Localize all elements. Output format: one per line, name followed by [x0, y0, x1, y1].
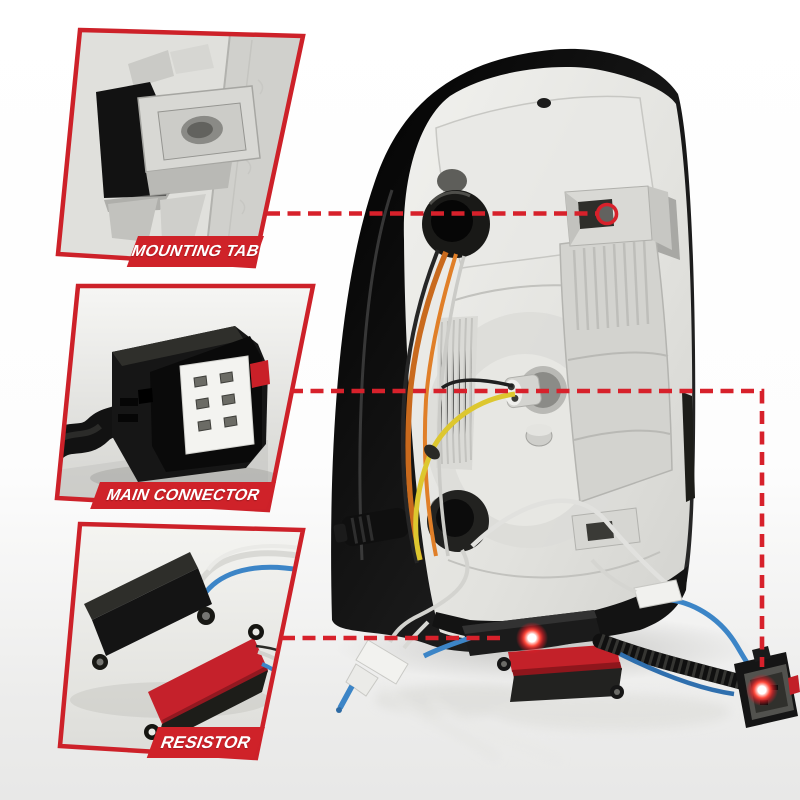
callout-line-main-connector — [290, 388, 765, 667]
callout-label-main-connector: MAIN CONNECTOR — [90, 482, 276, 509]
wire-harness — [388, 249, 670, 643]
inset-main-connector — [54, 283, 316, 513]
inset-mounting-tab — [55, 27, 306, 269]
callout-label-mounting-tab: MOUNTING TAB — [126, 236, 264, 267]
callout-lines — [267, 211, 765, 667]
connector-red-tab — [250, 360, 270, 388]
callout-label-resistor: RESISTOR — [146, 727, 265, 758]
lower-bracket — [571, 507, 641, 551]
lower-bulb-socket — [427, 490, 489, 552]
target-marker-resistor — [516, 622, 548, 654]
target-marker-mounting-tab — [595, 202, 619, 226]
mounting-tab-bracket — [564, 185, 672, 250]
inset-resistor — [57, 521, 306, 761]
inline-connector-right — [590, 558, 683, 609]
target-marker-main-connector — [746, 674, 778, 706]
inline-connector-left — [336, 620, 430, 713]
top-bulb-socket — [422, 190, 490, 258]
corrugated-tube — [592, 633, 756, 692]
left-plug — [333, 507, 409, 547]
housing-hole — [437, 169, 467, 193]
